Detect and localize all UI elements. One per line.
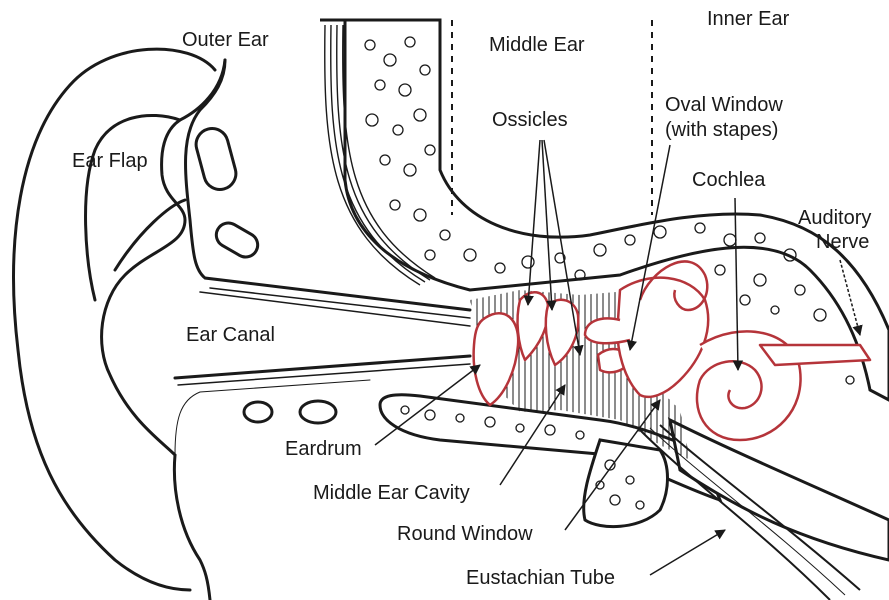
- label-eustachian-tube: Eustachian Tube: [466, 567, 615, 589]
- label-outer-ear: Outer Ear: [182, 29, 269, 51]
- auditory-nerve-shape: [760, 345, 870, 365]
- label-eardrum: Eardrum: [285, 438, 362, 460]
- label-round-window: Round Window: [397, 523, 533, 545]
- label-middle-ear-cavity: Middle Ear Cavity: [313, 482, 470, 504]
- ear-flap-shape: [14, 49, 225, 590]
- label-ear-canal: Ear Canal: [186, 324, 275, 346]
- label-oval-window-sub: (with stapes): [665, 119, 778, 141]
- label-inner-ear: Inner Ear: [707, 8, 790, 30]
- label-oval-window: Oval Window: [665, 94, 783, 116]
- vestibule-shape: [617, 278, 708, 397]
- label-auditory: Auditory: [798, 207, 871, 229]
- label-ossicles: Ossicles: [492, 109, 568, 131]
- label-ear-flap: Ear Flap: [72, 150, 148, 172]
- label-middle-ear: Middle Ear: [489, 34, 585, 56]
- label-nerve: Nerve: [816, 231, 869, 253]
- label-cochlea: Cochlea: [692, 169, 766, 191]
